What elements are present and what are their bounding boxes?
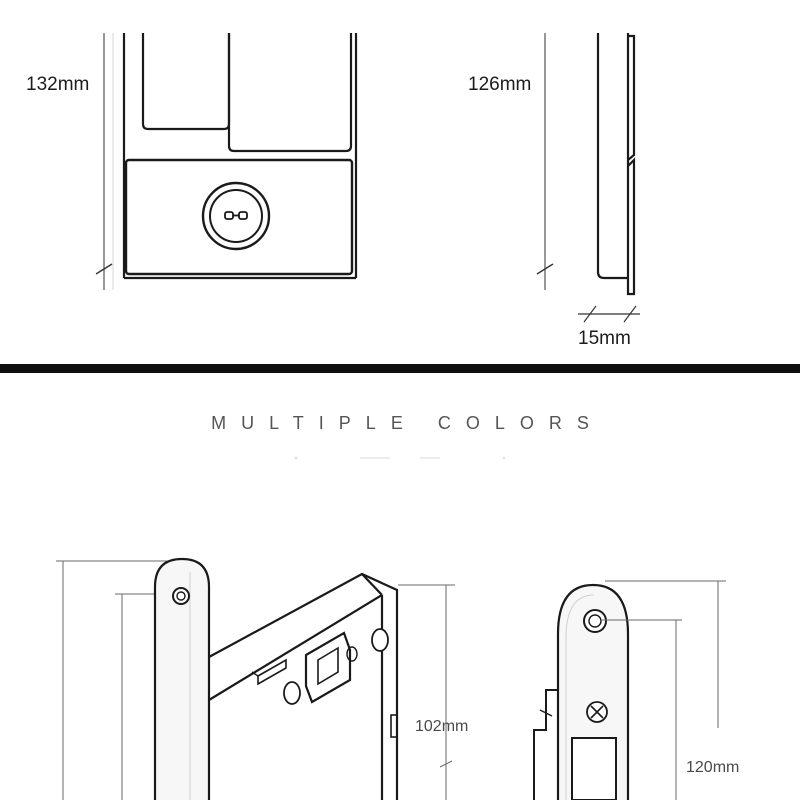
body-height-label: 102mm xyxy=(415,718,468,735)
top-panel: 132mm 126mm xyxy=(0,0,800,364)
front-view-handle xyxy=(122,33,358,280)
strike-height-dimension xyxy=(602,580,726,800)
strike-height-label: 120mm xyxy=(686,759,739,776)
side-height-label: 126mm xyxy=(468,74,531,95)
mortise-lock-body xyxy=(208,572,399,800)
side-view-handle xyxy=(596,33,636,296)
lock-faceplate xyxy=(153,557,211,800)
key-cylinder-icon xyxy=(201,181,271,251)
side-depth-dimension xyxy=(578,305,640,323)
bottom-panel: MULTIPLE COLORS xyxy=(0,373,800,800)
side-depth-label: 15mm xyxy=(578,328,631,349)
strike-plate xyxy=(533,583,630,800)
body-height-dimension xyxy=(398,584,455,800)
front-height-dimension xyxy=(95,33,114,290)
side-height-dimension xyxy=(536,33,554,290)
lock-body-dimension-drawing: 102mm 120mm xyxy=(56,557,739,800)
front-height-label: 132mm xyxy=(26,74,89,95)
multiple-colors-heading: MULTIPLE COLORS xyxy=(211,413,604,433)
handle-dimension-drawing: 132mm 126mm xyxy=(26,33,640,349)
heading-decoration xyxy=(294,456,506,460)
section-divider xyxy=(0,364,800,373)
